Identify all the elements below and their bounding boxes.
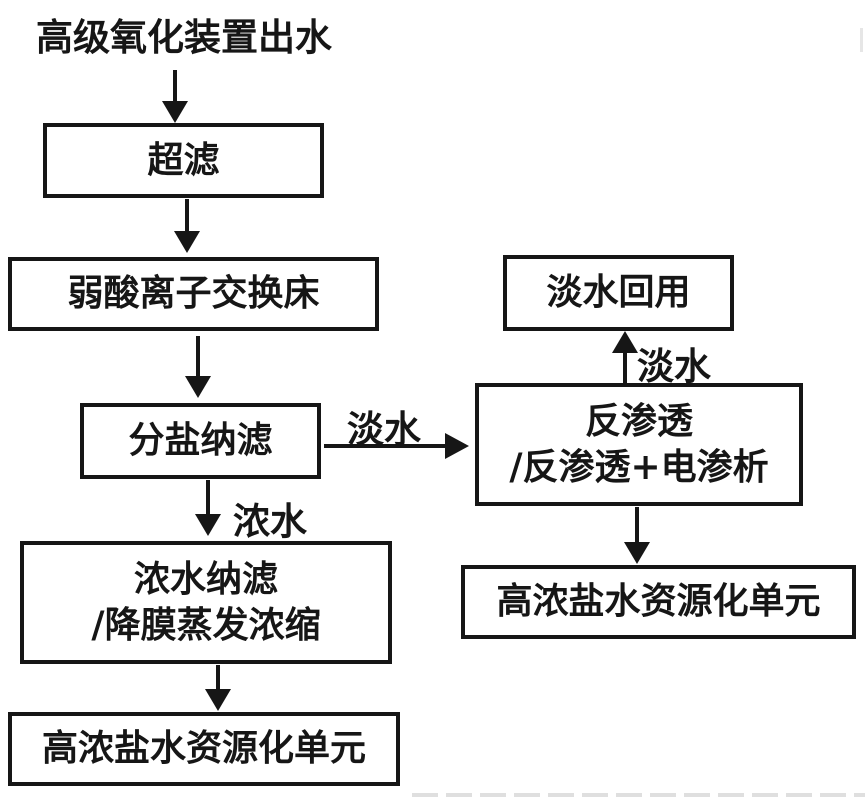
node-label-line2: /反渗透+电渗析 [509, 445, 769, 488]
arrow-shaft [206, 480, 210, 520]
scan-artifact-edge-mark [860, 28, 863, 52]
node-brine-resource-unit-right: 高浓盐水资源化单元 [461, 565, 856, 639]
arrow-shaft [196, 336, 200, 382]
node-label-line1: 浓水纳滤 [133, 558, 278, 601]
arrow-shaft [635, 507, 639, 548]
node-label: 超滤 [147, 138, 220, 181]
node-brine-resource-unit-left: 高浓盐水资源化单元 [8, 712, 400, 786]
edge-label-concentrate: 浓水 [233, 499, 307, 543]
arrow-head-down-icon [624, 542, 650, 564]
node-label-line1: 反渗透 [584, 400, 693, 443]
node-ultrafiltration: 超滤 [43, 123, 324, 198]
scan-artifact-line [412, 793, 865, 797]
arrow-head-down-icon [174, 231, 200, 253]
node-salt-separation-nanofiltration: 分盐纳滤 [80, 403, 321, 479]
arrow-shaft [185, 199, 189, 237]
arrow-source-to-ultrafiltration [162, 70, 188, 123]
arrow-head-down-icon [205, 689, 231, 711]
node-concentrate-nf-evaporation: 浓水纳滤 /降膜蒸发浓缩 [20, 541, 392, 664]
node-fresh-water-reuse: 淡水回用 [503, 255, 734, 331]
arrow-head-down-icon [185, 376, 211, 398]
arrow-ro-to-reuse [612, 331, 638, 383]
arrow-head-down-icon [162, 101, 188, 123]
arrow-shaft [216, 665, 220, 695]
arrow-uf-to-ion-exchange [174, 199, 200, 253]
arrow-ion-exchange-to-nf [185, 336, 211, 398]
source-stream-label: 高级氧化装置出水 [36, 15, 332, 59]
arrow-shaft [623, 347, 627, 383]
arrow-nf-to-ro [324, 433, 469, 459]
arrow-head-up-icon [612, 331, 638, 353]
node-label-line2: /降膜蒸发浓缩 [91, 603, 321, 646]
arrow-shaft [173, 70, 177, 107]
arrow-head-down-icon [195, 514, 221, 536]
edge-label-fresh-water-to-ro: 淡水 [347, 407, 421, 451]
node-reverse-osmosis-electrodialysis: 反渗透 /反渗透+电渗析 [475, 383, 803, 506]
arrow-ro-to-brine-right [624, 507, 650, 564]
arrow-head-right-icon [445, 433, 469, 459]
node-label: 弱酸离子交换床 [67, 272, 320, 315]
node-label: 高浓盐水资源化单元 [41, 727, 366, 770]
arrow-nf-to-concentrate-unit [195, 480, 221, 536]
arrow-concentrate-to-brine-left [205, 665, 231, 711]
node-label: 淡水回用 [546, 271, 691, 314]
node-label: 高浓盐水资源化单元 [496, 580, 821, 623]
arrow-shaft [324, 444, 453, 448]
edge-label-fresh-water-to-reuse: 淡水 [637, 344, 711, 388]
node-weak-acid-ion-exchange-bed: 弱酸离子交换床 [8, 257, 379, 331]
node-label: 分盐纳滤 [128, 419, 273, 462]
